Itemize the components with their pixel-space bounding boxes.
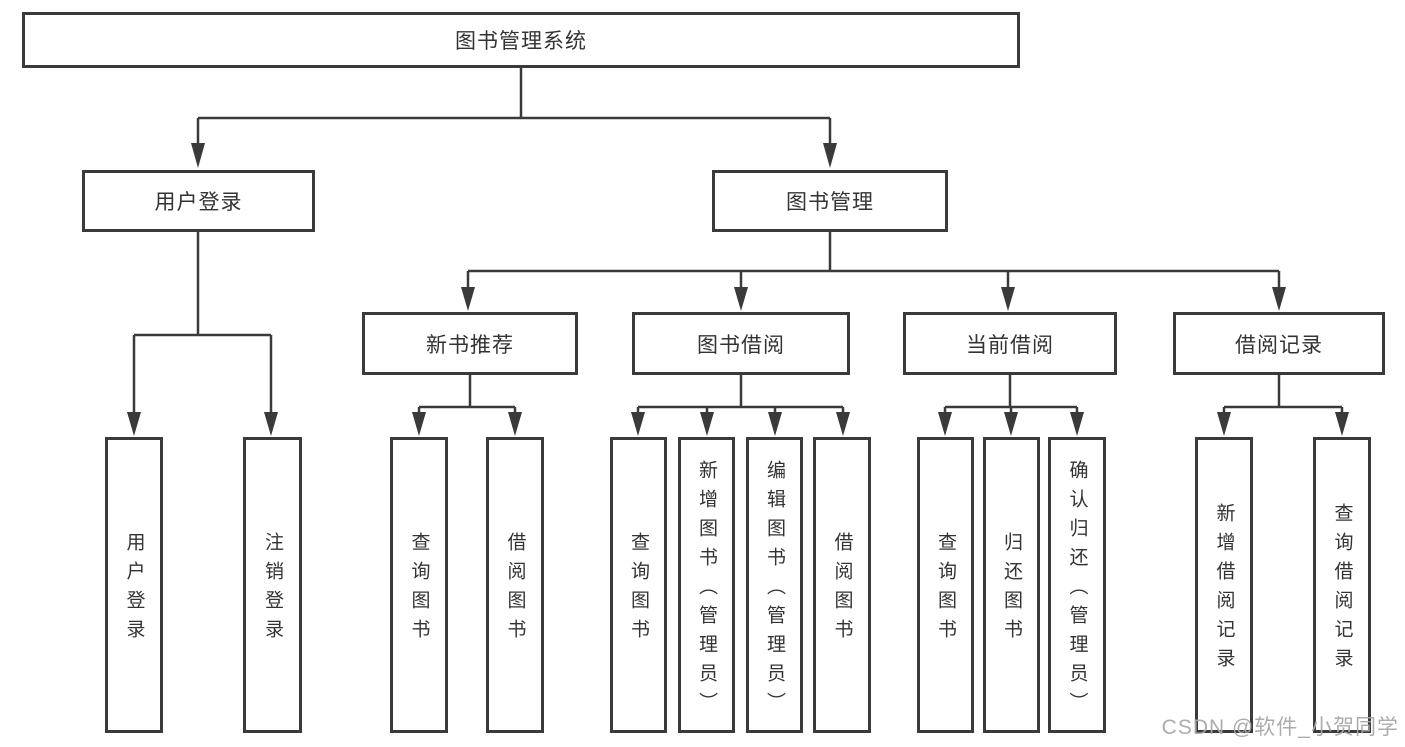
leaf-edit-book-admin: 编辑图书（管理员） <box>746 437 803 733</box>
leaf-logout: 注销登录 <box>243 437 302 733</box>
node-book-borrow: 图书借阅 <box>632 312 850 375</box>
leaf-confirm-return-admin: 确认归还（管理员） <box>1048 437 1106 733</box>
leaf-query-borrow-record: 查询借阅记录 <box>1313 437 1371 733</box>
leaf-borrow-book-2: 借阅图书 <box>813 437 871 733</box>
node-current-borrow: 当前借阅 <box>903 312 1117 375</box>
node-book-management: 图书管理 <box>712 170 948 232</box>
arrowheads <box>127 143 1349 436</box>
csdn-watermark: CSDN @软件_小贺同学 <box>1161 716 1399 739</box>
node-user-login: 用户登录 <box>82 170 315 232</box>
node-root-system: 图书管理系统 <box>22 12 1020 68</box>
leaf-add-book-admin: 新增图书（管理员） <box>678 437 735 733</box>
leaf-query-book-3: 查询图书 <box>917 437 974 733</box>
leaf-return-book: 归还图书 <box>983 437 1040 733</box>
leaf-user-login: 用户登录 <box>105 437 163 733</box>
leaf-add-borrow-record: 新增借阅记录 <box>1195 437 1253 733</box>
node-borrow-record: 借阅记录 <box>1173 312 1385 375</box>
leaf-query-book-1: 查询图书 <box>390 437 448 733</box>
leaf-borrow-book-1: 借阅图书 <box>486 437 544 733</box>
leaf-query-book-2: 查询图书 <box>610 437 667 733</box>
node-new-book-recommend: 新书推荐 <box>362 312 578 375</box>
